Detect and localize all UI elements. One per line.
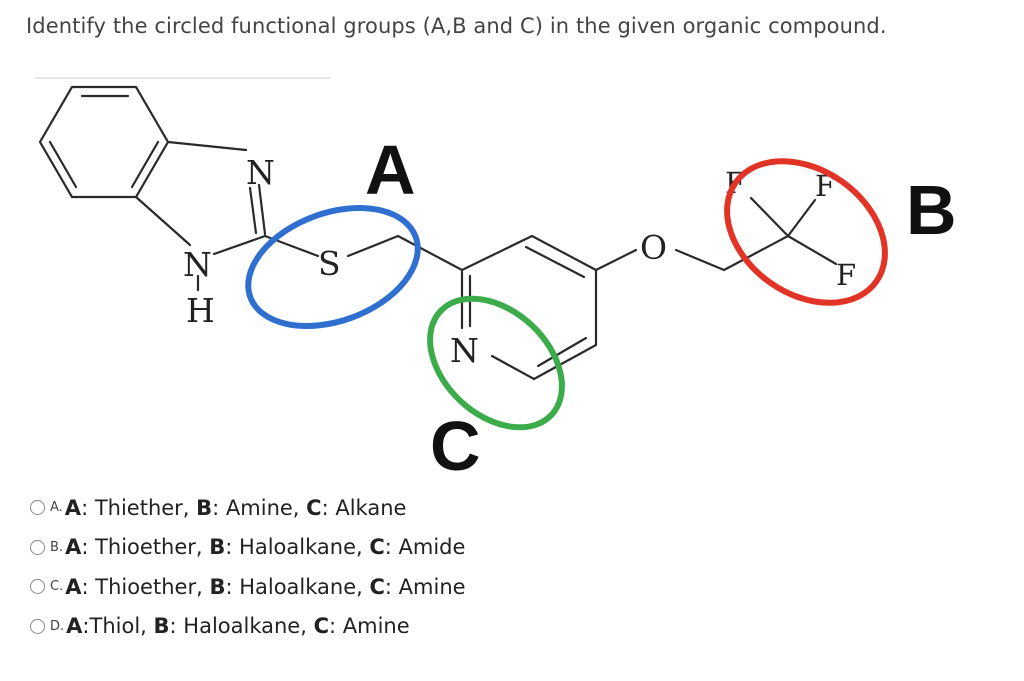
radio-button[interactable] xyxy=(30,618,45,634)
radio-button[interactable] xyxy=(30,539,45,555)
option-text: A: Thioether, B: Haloalkane, C: Amide xyxy=(65,535,466,560)
atom-n-pyridine: N xyxy=(450,331,479,370)
option-b[interactable]: B. A: Thioether, B: Haloalkane, C: Amide xyxy=(30,528,466,568)
atom-n-bottom: N xyxy=(183,245,212,284)
radio-button[interactable] xyxy=(30,579,45,595)
circle-a xyxy=(245,205,421,329)
option-letter: B. xyxy=(50,539,64,555)
circle-c xyxy=(427,295,565,431)
option-d[interactable]: D. A:Thiol, B: Haloalkane, C: Amine xyxy=(30,607,466,647)
radio-button[interactable] xyxy=(30,500,45,516)
answer-options: A. A: Thiether, B: Amine, C: Alkane B. A… xyxy=(30,488,466,646)
structure-figure: N N H S N O F F F A B C xyxy=(0,60,1024,480)
option-c[interactable]: C. A: Thioether, B: Haloalkane, C: Amine xyxy=(30,567,466,607)
atom-s: S xyxy=(318,244,341,283)
atom-f2: F xyxy=(815,169,835,203)
atom-o: O xyxy=(640,228,667,267)
molecule-diagram: N N H S N O F F F A B C xyxy=(35,77,957,480)
bond-lines xyxy=(38,85,838,381)
label-c: C xyxy=(430,407,481,480)
option-letter: A. xyxy=(50,500,63,516)
option-letter: D. xyxy=(50,618,65,634)
option-text: A: Thioether, B: Haloalkane, C: Amine xyxy=(65,574,466,599)
option-a[interactable]: A. A: Thiether, B: Amine, C: Alkane xyxy=(30,488,466,528)
atom-h: H xyxy=(186,291,215,330)
option-text: A:Thiol, B: Haloalkane, C: Amine xyxy=(66,614,410,639)
circle-b xyxy=(724,158,888,306)
question-text: Identify the circled functional groups (… xyxy=(26,14,887,38)
option-text: A: Thiether, B: Amine, C: Alkane xyxy=(64,495,407,520)
atom-n-top: N xyxy=(246,153,275,192)
label-a: A xyxy=(365,131,416,209)
label-b: B xyxy=(906,171,957,249)
option-letter: C. xyxy=(50,579,64,595)
atom-f3: F xyxy=(836,258,856,292)
